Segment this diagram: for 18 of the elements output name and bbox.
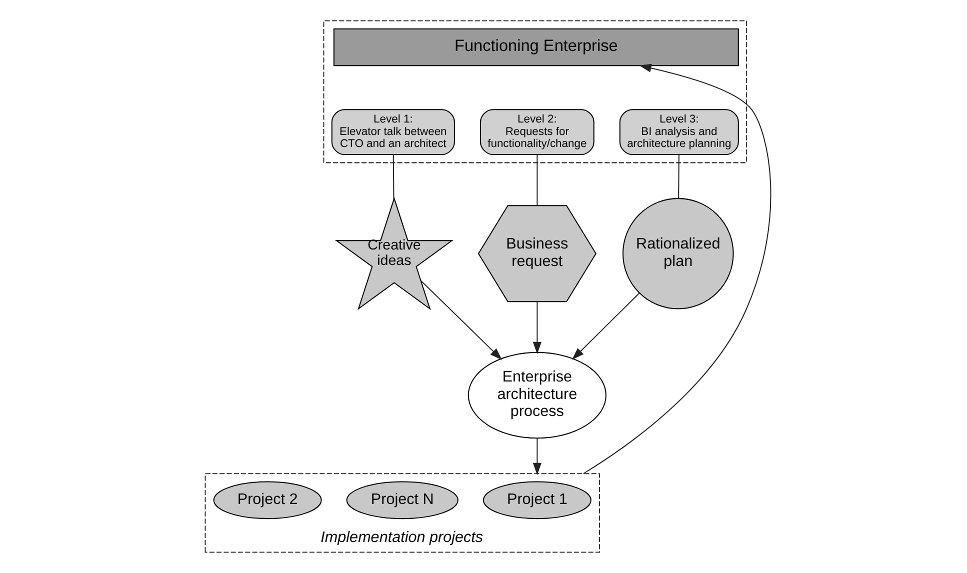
arrow — [532, 438, 541, 476]
connector — [678, 154, 679, 198]
node-box: Level 1: Elevator talk between CTO and an architect — [330, 109, 454, 156]
node-box: Level 3: BI analysis and architecture planning — [618, 109, 738, 156]
node-box: Functioning Enterprise — [332, 28, 738, 66]
node-ellipse: Project 1 — [482, 481, 591, 520]
arrow — [532, 302, 541, 354]
node-circle: Rationalized plan — [622, 198, 734, 310]
connector — [392, 154, 394, 200]
arrow — [571, 292, 640, 360]
node-ellipse: Enterprise architecture process — [467, 352, 606, 439]
arrow — [582, 64, 771, 474]
node-ellipse: Project N — [346, 481, 458, 520]
node-box: Level 2: Requests for functionality/change — [480, 109, 594, 156]
arrow — [420, 280, 502, 360]
connector — [536, 154, 538, 206]
node-ellipse: Project 2 — [212, 481, 322, 520]
cluster — [322, 20, 747, 164]
